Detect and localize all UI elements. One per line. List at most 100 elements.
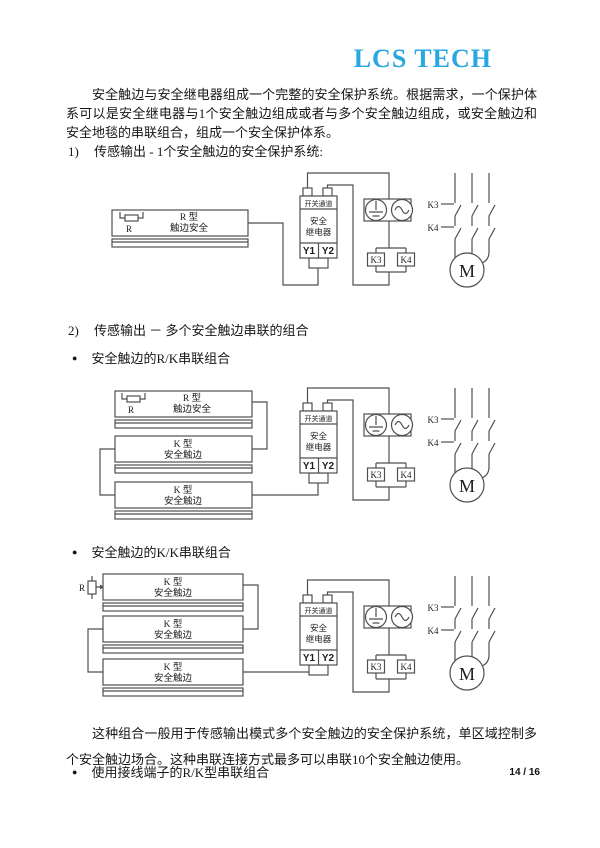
motor-circuit: K3 K4 M — [428, 388, 496, 503]
series-link-right — [252, 401, 268, 450]
bullet-rk-series: ● 安全触边的R/K串联组合 — [72, 348, 230, 367]
motor-circuit: K3 K4 M — [428, 576, 496, 691]
coil-k3-label: K3 — [371, 470, 382, 480]
terminal-y2: Y2 — [322, 653, 335, 664]
relay-output-assembly: 开关通道 安全 继电器 Y1 Y2 K3 K4 — [299, 576, 496, 693]
bullet-text: 安全触边的K/K串联组合 — [91, 545, 231, 560]
bullet-text: 安全触边的R/K串联组合 — [91, 351, 231, 366]
strip-label-line2: 安全触边 — [154, 587, 193, 599]
contact-k3-label: K3 — [428, 415, 439, 425]
relay-name-line2: 继电器 — [306, 634, 332, 644]
list-item-2: 2) 传感输出 － 多个安全触边串联的组合 — [68, 320, 309, 339]
coil-k4-label: K4 — [401, 255, 412, 265]
safety-edge-strip-k: K 型 安全触边 — [102, 573, 244, 612]
strip-label-line1: R 型 — [183, 393, 202, 404]
sensor-wire — [248, 222, 319, 286]
coil-k4-label: K4 — [401, 470, 412, 480]
bullet-icon: ● — [72, 767, 78, 777]
resistor-label: R — [128, 405, 134, 415]
resistor-label: R — [79, 583, 85, 593]
diagram-single-edge: R R 型 触边安全 开关通道 安全 继电器 Y1 Y2 — [111, 172, 496, 288]
strip-label-line1: R 型 — [180, 212, 199, 223]
relay-name-line1: 安全 — [310, 216, 328, 226]
motor-label: M — [459, 664, 475, 684]
closing-paragraph: 这种组合一般用于传感输出模式多个安全触边的安全保护系统，单区域控制多个安全触边场… — [66, 726, 537, 767]
motor-label: M — [459, 476, 475, 496]
list-item-1: 1) 传感输出 - 1个安全触边的安全保护系统: — [68, 141, 323, 160]
outer-rail — [306, 172, 390, 199]
strip-label-line1: K 型 — [174, 485, 193, 496]
strip-label-line1: K 型 — [164, 619, 183, 630]
resistor-icon — [119, 212, 144, 222]
terminal-y1: Y1 — [303, 461, 316, 472]
motor-label: M — [459, 261, 475, 281]
motor-symbol — [449, 467, 485, 503]
inner-rail — [326, 184, 390, 286]
relay-name-line1: 安全 — [310, 431, 328, 441]
contact-k4-label: K4 — [428, 626, 439, 636]
strip-label-line1: K 型 — [174, 439, 193, 450]
safety-edge-strip-k: K 型 安全触边 — [114, 435, 253, 474]
coil-k4-label: K4 — [401, 662, 412, 672]
list-item-text: 传感输出 - 1个安全触边的安全保护系统: — [94, 144, 323, 159]
strip-label-line2: 安全触边 — [164, 449, 203, 461]
safety-edge-strip-r: R R 型 触边安全 — [111, 209, 249, 248]
motor-symbol — [449, 252, 485, 288]
sensor-wire — [252, 483, 319, 496]
strip-label-line1: K 型 — [164, 577, 183, 588]
motor-symbol — [449, 655, 485, 691]
series-link-right — [243, 584, 259, 630]
intro-paragraph: 安全触边与安全继电器组成一个完整的安全保护系统。根据需求，一个保护体系可以是安全… — [66, 87, 537, 140]
safety-relay: 开关通道 安全 继电器 Y1 Y2 — [299, 402, 338, 484]
list-number: 1) — [68, 144, 79, 159]
contact-k3-label: K3 — [428, 200, 439, 210]
relay-channel-label: 开关通道 — [305, 606, 333, 615]
bullet-terminal-rk: ● 使用接线端子的R/K型串联组合 — [72, 762, 269, 781]
relay-name-line2: 继电器 — [306, 227, 332, 237]
contact-k4-label: K4 — [428, 438, 439, 448]
brand-logo: LCS TECH — [353, 44, 492, 73]
coil-k3-label: K3 — [371, 662, 382, 672]
diagram-rk-series: R R 型 触边安全 K 型 安全触边 K 型 安全触边 — [99, 387, 496, 520]
relay-name-line2: 继电器 — [306, 442, 332, 452]
resistor-icon — [87, 580, 97, 595]
terminating-resistor: R — [79, 576, 104, 599]
safety-edge-strip-k: K 型 安全触边 — [114, 481, 253, 520]
terminal-y2: Y2 — [322, 461, 335, 472]
bullet-text: 使用接线端子的R/K型串联组合 — [91, 765, 270, 780]
power-supply — [363, 198, 414, 248]
list-number: 2) — [68, 323, 79, 338]
contactor-coils: K3 K4 — [366, 247, 416, 273]
page-number: 14 / 16 — [509, 767, 540, 778]
contactor-coils: K3 K4 — [366, 654, 416, 680]
contact-k3-label: K3 — [428, 603, 439, 613]
safety-relay: 开关通道 安全 继电器 Y1 Y2 — [299, 594, 338, 676]
resistor-label: R — [126, 224, 132, 234]
bullet-icon: ● — [72, 353, 78, 363]
outer-rail — [306, 579, 390, 606]
resistor-icon — [121, 393, 146, 403]
series-link-left — [87, 628, 103, 673]
series-link-left — [99, 448, 115, 496]
relay-output-assembly: 开关通道 安全 继电器 Y1 Y2 K3 K4 — [299, 172, 496, 288]
safety-edge-strip-r: R R 型 触边安全 — [114, 390, 253, 429]
outer-rail — [306, 387, 390, 414]
safety-relay: 开关通道 安全 继电器 Y1 Y2 — [299, 187, 338, 269]
list-item-text: 传感输出 － 多个安全触边串联的组合 — [94, 323, 309, 338]
strip-label-line2: 触边安全 — [170, 222, 209, 234]
coil-k3-label: K3 — [371, 255, 382, 265]
relay-channel-label: 开关通道 — [305, 199, 333, 208]
bullet-icon: ● — [72, 547, 78, 557]
strip-label-line2: 触边安全 — [173, 403, 212, 415]
terminal-y1: Y1 — [303, 653, 316, 664]
contact-k4-label: K4 — [428, 223, 439, 233]
terminal-y1: Y1 — [303, 246, 316, 257]
relay-channel-label: 开关通道 — [305, 414, 333, 423]
safety-edge-strip-k: K 型 安全触边 — [102, 658, 244, 697]
power-supply — [363, 605, 414, 655]
contactor-coils: K3 K4 — [366, 462, 416, 488]
inner-rail — [326, 591, 390, 693]
power-supply — [363, 413, 414, 463]
safety-edge-strip-k: K 型 安全触边 — [102, 615, 244, 654]
